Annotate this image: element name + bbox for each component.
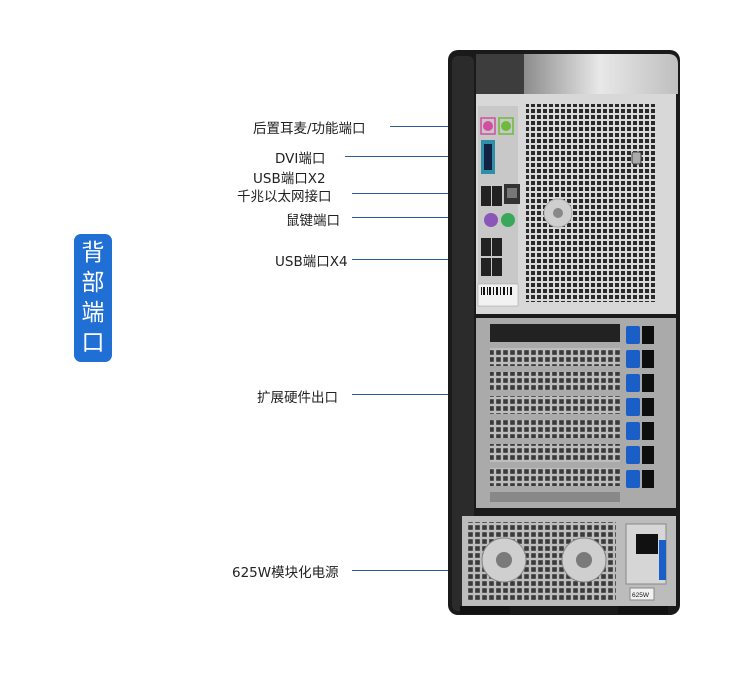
leader-line-usb4 xyxy=(352,259,480,260)
section-badge: 背 部 端 口 xyxy=(74,234,112,362)
psu-rating-text: 625W xyxy=(632,592,650,599)
callout-ps2-ports: 鼠键端口 xyxy=(286,213,340,229)
badge-char: 口 xyxy=(81,330,105,356)
leader-line-expansion xyxy=(352,394,480,395)
badge-char: 背 xyxy=(81,240,105,266)
callout-usb-x2: USB端口X2 xyxy=(253,171,326,187)
callout-dvi-port: DVI端口 xyxy=(275,151,326,167)
callout-expansion-slots: 扩展硬件出口 xyxy=(257,390,338,406)
callout-usb-x4: USB端口X4 xyxy=(275,254,348,270)
desktop-tower-rear-icon: 625W xyxy=(448,50,680,615)
callout-audio-ports: 后置耳麦/功能端口 xyxy=(253,121,366,137)
leader-line-ps2 xyxy=(352,217,480,218)
badge-char: 端 xyxy=(81,300,105,326)
callout-power-supply: 625W模块化电源 xyxy=(232,565,339,581)
badge-char: 部 xyxy=(81,270,105,296)
callout-ethernet: 千兆以太网接口 xyxy=(237,189,332,205)
leader-line-ethernet xyxy=(352,193,480,194)
leader-line-dvi xyxy=(345,156,480,157)
leader-line-audio xyxy=(390,126,480,127)
leader-line-psu xyxy=(352,570,472,571)
